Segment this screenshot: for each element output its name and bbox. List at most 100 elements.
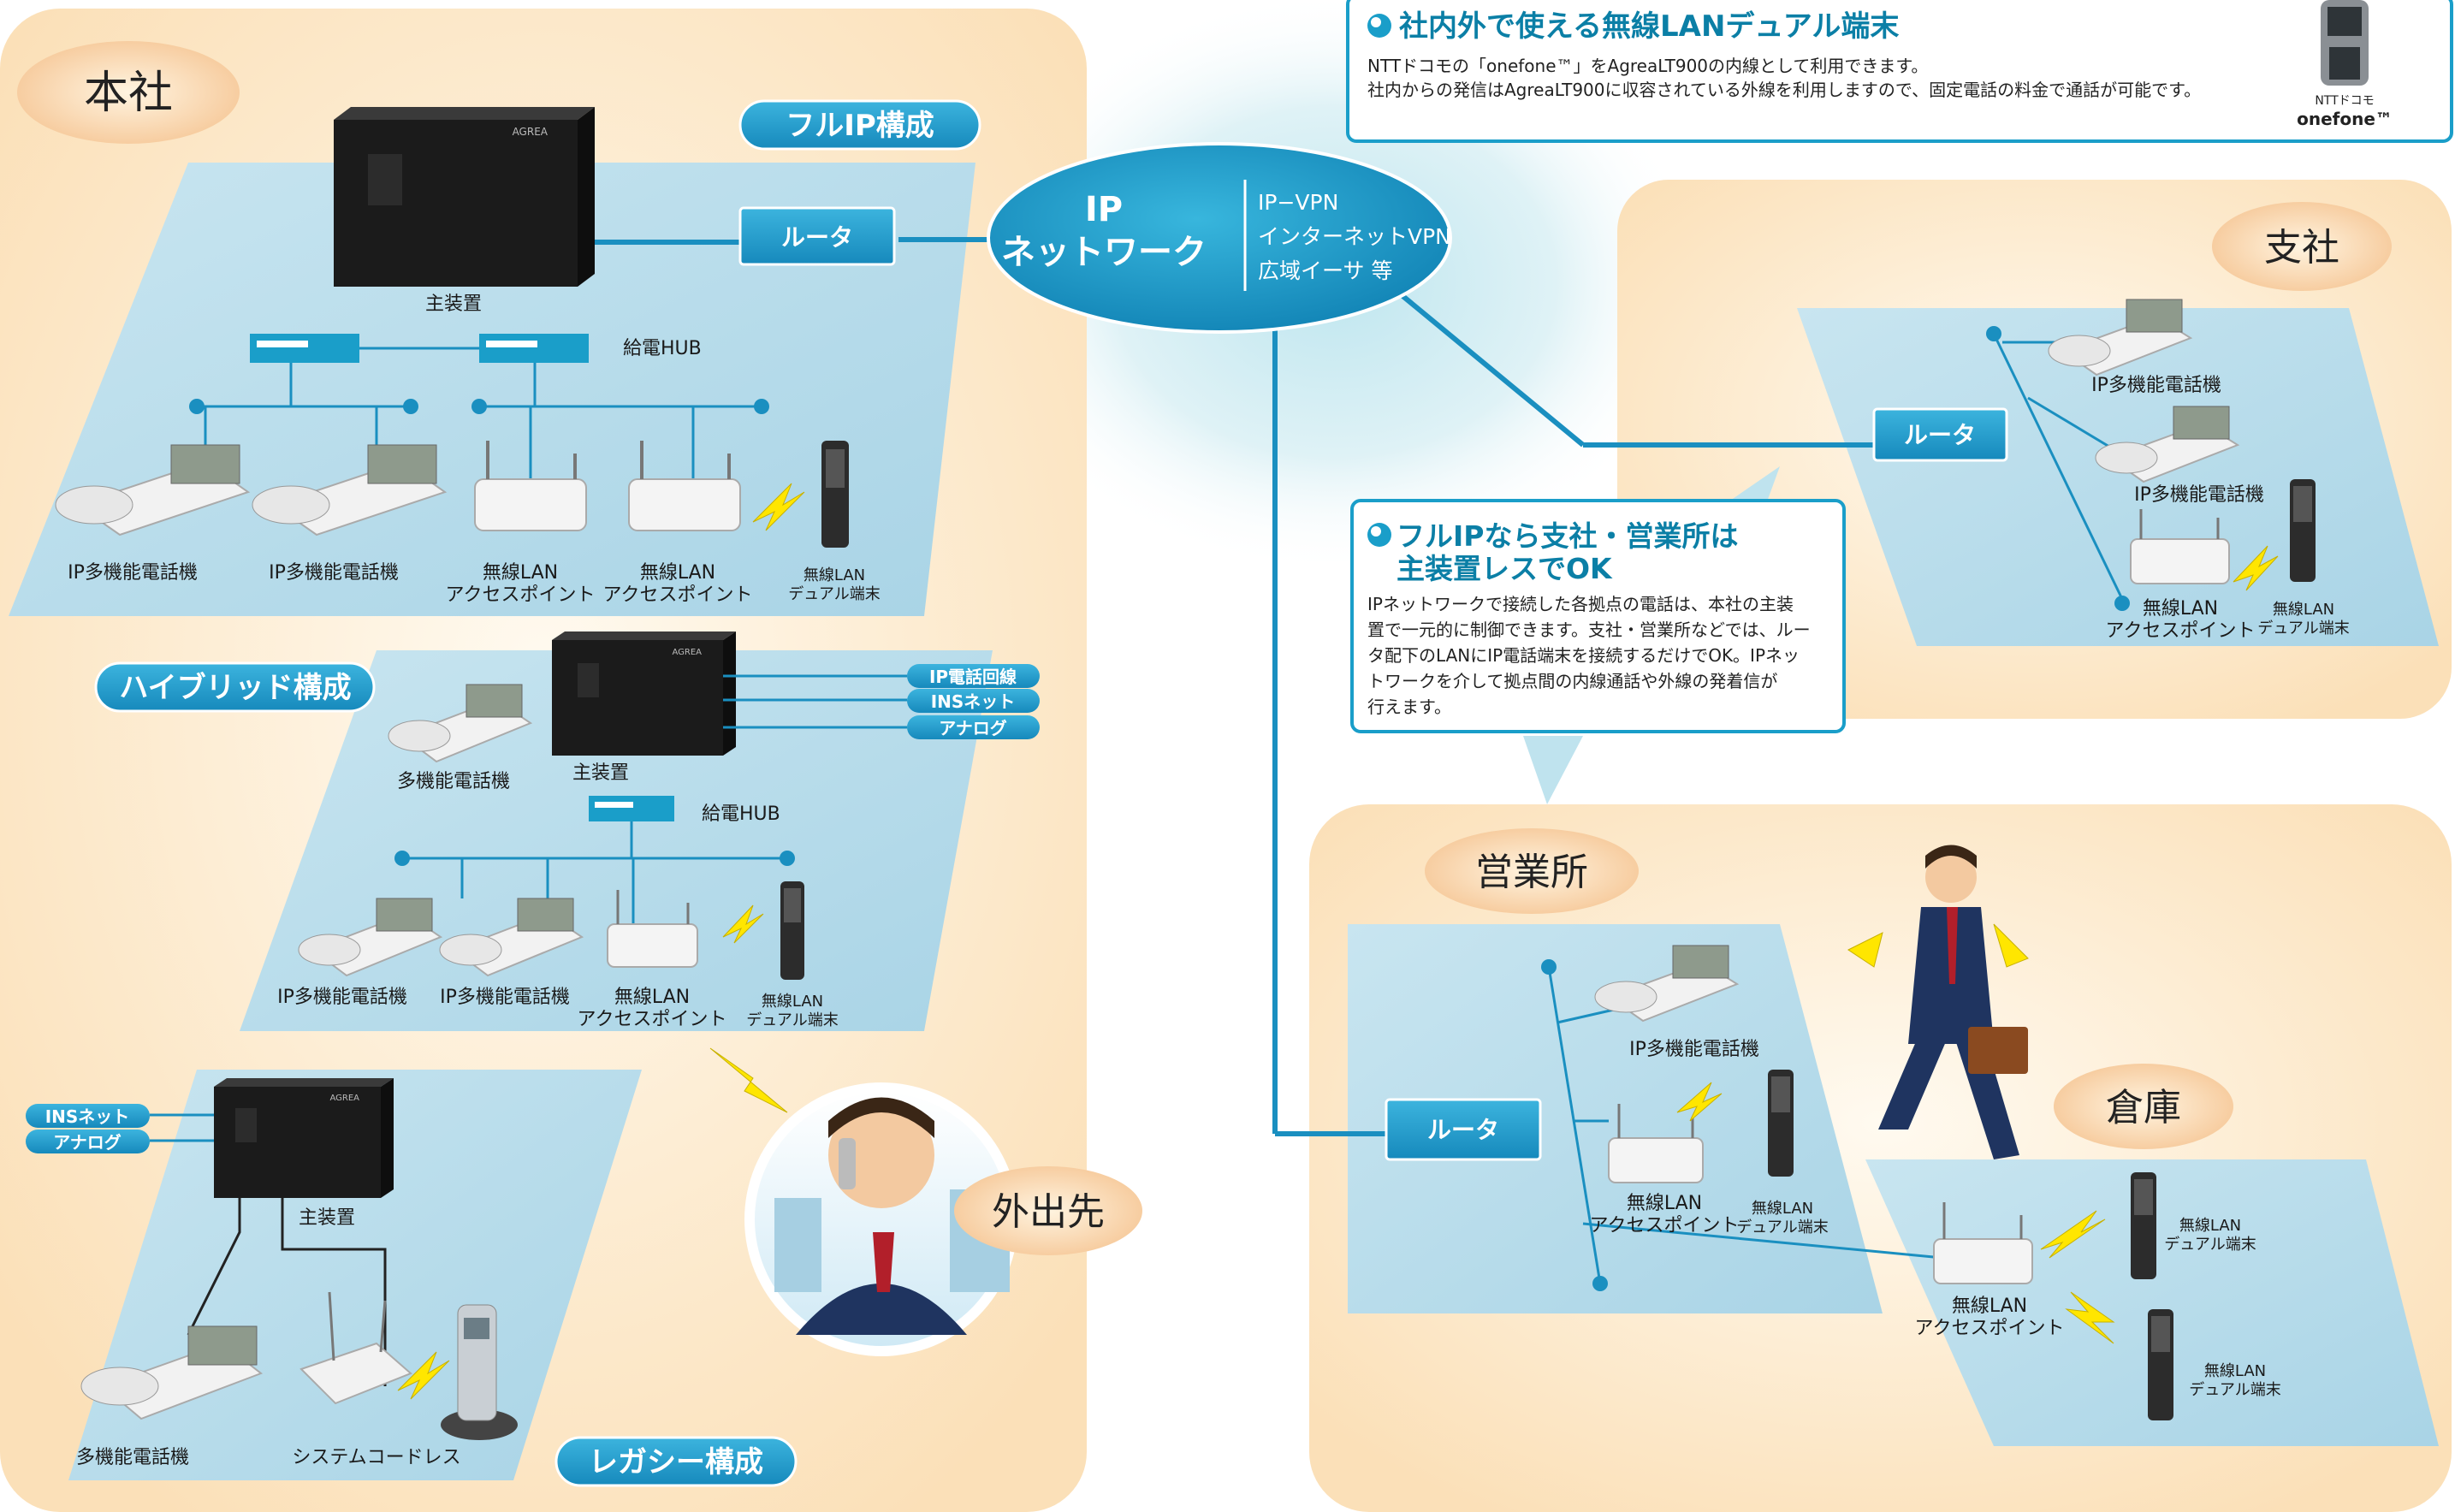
branch-lan-nodes (1986, 326, 2130, 611)
svg-text:支社: 支社 (2264, 226, 2339, 270)
branch-dual-terminal (2290, 479, 2316, 582)
info-mid-body-2: 置で一元的に制御できます。支社・営業所などでは、ルー (1367, 620, 1811, 640)
warehouse-wireless-bolt-1 (2040, 1210, 2106, 1259)
sales-lan-nodes (1541, 959, 1608, 1291)
svg-text:無線LAN: 無線LAN (1752, 1200, 1813, 1218)
warehouse-ap (1933, 1202, 2033, 1284)
branch-wireless-bolt (2233, 545, 2279, 591)
svg-text:デュアル端末: デュアル端末 (2257, 620, 2349, 637)
hybrid-hub (589, 796, 674, 821)
network-title-2: ネットワーク (1001, 233, 1207, 272)
full-ip-wireless-bolt (752, 483, 805, 531)
site-label-hq: 本社 (17, 41, 240, 144)
site-label-branch: 支社 (2212, 202, 2392, 291)
hybrid-phone-top (388, 684, 533, 763)
info-top-heading: 社内外で使える無線LANデュアル端末 (1399, 9, 1899, 44)
hybrid-lan-lines (402, 821, 787, 924)
onefone-caption-2: onefone™ (2297, 109, 2393, 129)
info-box-mid: フルIPなら支社・営業所は 主装置レスでOK IPネットワークで接続した各拠点の… (1350, 499, 1846, 733)
svg-text:無線LAN: 無線LAN (640, 562, 715, 584)
svg-text:無線LAN: 無線LAN (2204, 1362, 2266, 1380)
svg-text:無線LAN: 無線LAN (2273, 601, 2334, 619)
svg-text:システムコードレス: システムコードレス (292, 1447, 460, 1468)
legacy-wiring (187, 1198, 387, 1386)
onefone-caption-1: NTTドコモ (2315, 94, 2374, 108)
svg-text:フルIP構成: フルIP構成 (786, 109, 934, 143)
network-title-1: IP (1085, 190, 1123, 229)
full-ip-lan-lines (197, 347, 762, 479)
sales-dual-terminal (1768, 1070, 1794, 1177)
branch-ap (2130, 509, 2230, 584)
svg-text:営業所: 営業所 (1475, 851, 1588, 894)
sales-router: ルータ (1385, 1098, 1542, 1161)
svg-text:アクセスポイント: アクセスポイント (578, 1009, 727, 1030)
config-pill-full-ip: フルIP構成 (738, 99, 981, 151)
svg-text:アナログ: アナログ (939, 718, 1007, 738)
full-ip-hub-2 (479, 334, 589, 363)
network-type-2: インターネットVPN (1258, 224, 1451, 249)
full-ip-dual-terminal (821, 441, 849, 548)
branch-ip-phone-2 (2095, 406, 2240, 483)
svg-text:IP多機能電話機: IP多機能電話機 (440, 987, 570, 1008)
info-mid-pointer-down (1523, 736, 1583, 804)
full-ip-main-unit: AGREA (334, 107, 595, 287)
legacy-ext-analog: アナログ (26, 1130, 150, 1153)
info-top-line-2: 社内からの発信はAgreaLT900に収容されている外線を利用しますので、固定電… (1367, 80, 2201, 100)
legacy-labels: 多機能電話機 システムコードレス (76, 1447, 461, 1468)
svg-text:AGREA: AGREA (672, 648, 702, 657)
svg-text:無線LAN: 無線LAN (1952, 1296, 2027, 1317)
full-ip-phone-2 (252, 444, 448, 537)
hybrid-ip-phone-1 (298, 898, 443, 977)
svg-text:INSネット: INSネット (931, 691, 1016, 712)
legacy-main-unit-label: 主装置 (299, 1207, 355, 1229)
full-ip-router: ルータ (738, 206, 896, 266)
legacy-external-lines (150, 1113, 214, 1142)
svg-text:レガシー構成: レガシー構成 (589, 1445, 763, 1479)
network-type-1: IP−VPN (1258, 190, 1338, 215)
svg-text:無線LAN: 無線LAN (804, 566, 865, 584)
branch-router: ルータ (1872, 407, 2008, 462)
svg-text:アナログ: アナログ (53, 1132, 122, 1153)
legacy-cordless-base (299, 1291, 412, 1405)
svg-text:無線LAN: 無線LAN (483, 562, 558, 584)
svg-text:多機能電話機: 多機能電話機 (76, 1447, 189, 1468)
svg-text:無線LAN: 無線LAN (1627, 1193, 1702, 1214)
hybrid-dual-terminal (780, 881, 804, 980)
branch-floor (1797, 308, 2439, 646)
warehouse-floor (1865, 1159, 2439, 1446)
network-type-3: 広域イーサ 等 (1258, 258, 1392, 283)
info-box-top: 社内外で使える無線LANデュアル端末 NTTドコモの「onefone™」をAgr… (1346, 0, 2453, 143)
svg-text:アクセスポイント: アクセスポイント (2106, 620, 2256, 642)
info-mid-body-5: 行えます。 (1367, 697, 1451, 717)
full-ip-main-unit-label: 主装置 (425, 294, 482, 315)
warehouse-wireless-bolt-2 (2065, 1291, 2115, 1344)
svg-text:倉庫: 倉庫 (2106, 1086, 2181, 1130)
hybrid-wireless-bolt (722, 904, 764, 944)
svg-text:ルータ: ルータ (1904, 421, 1976, 449)
info-mid-body-3: タ配下のLANにIP電話端末を接続するだけでOK。IPネッ (1367, 645, 1800, 666)
warehouse-dual-terminal-1 (2131, 1172, 2156, 1279)
svg-text:AGREA: AGREA (329, 1094, 359, 1103)
sales-labels: IP多機能電話機 無線LAN アクセスポイント 無線LAN デュアル端末 (1590, 1039, 1829, 1236)
svg-text:無線LAN: 無線LAN (2143, 598, 2218, 620)
svg-text:デュアル端末: デュアル端末 (1736, 1218, 1828, 1236)
warehouse-dual-terminal-2 (2148, 1309, 2173, 1420)
hybrid-labels: IP多機能電話機 IP多機能電話機 無線LAN アクセスポイント 無線LAN デ… (277, 987, 839, 1030)
svg-text:本社: 本社 (84, 68, 173, 119)
svg-text:IP多機能電話機: IP多機能電話機 (2134, 484, 2264, 506)
hybrid-hub-label: 給電HUB (702, 803, 780, 825)
warehouse-labels: 無線LAN アクセスポイント 無線LAN デュアル端末 無線LAN デュアル端末 (1915, 1217, 2281, 1399)
site-label-sales: 営業所 (1425, 828, 1639, 914)
info-mid-heading-2: 主装置レスでOK (1397, 552, 1613, 585)
branch-labels: IP多機能電話機 IP多機能電話機 無線LAN アクセスポイント 無線LAN デ… (2091, 375, 2350, 642)
full-ip-hub-label: 給電HUB (623, 338, 702, 359)
svg-text:無線LAN: 無線LAN (614, 987, 690, 1008)
svg-text:無線LAN: 無線LAN (2179, 1217, 2241, 1235)
svg-text:AGREA: AGREA (513, 126, 549, 138)
svg-text:ハイブリッド構成: ハイブリッド構成 (119, 671, 351, 705)
branch-ip-phone-1 (2048, 299, 2193, 377)
walking-businessman (1847, 845, 2029, 1159)
svg-text:ルータ: ルータ (781, 223, 853, 252)
hybrid-ip-phone-2 (439, 898, 584, 977)
